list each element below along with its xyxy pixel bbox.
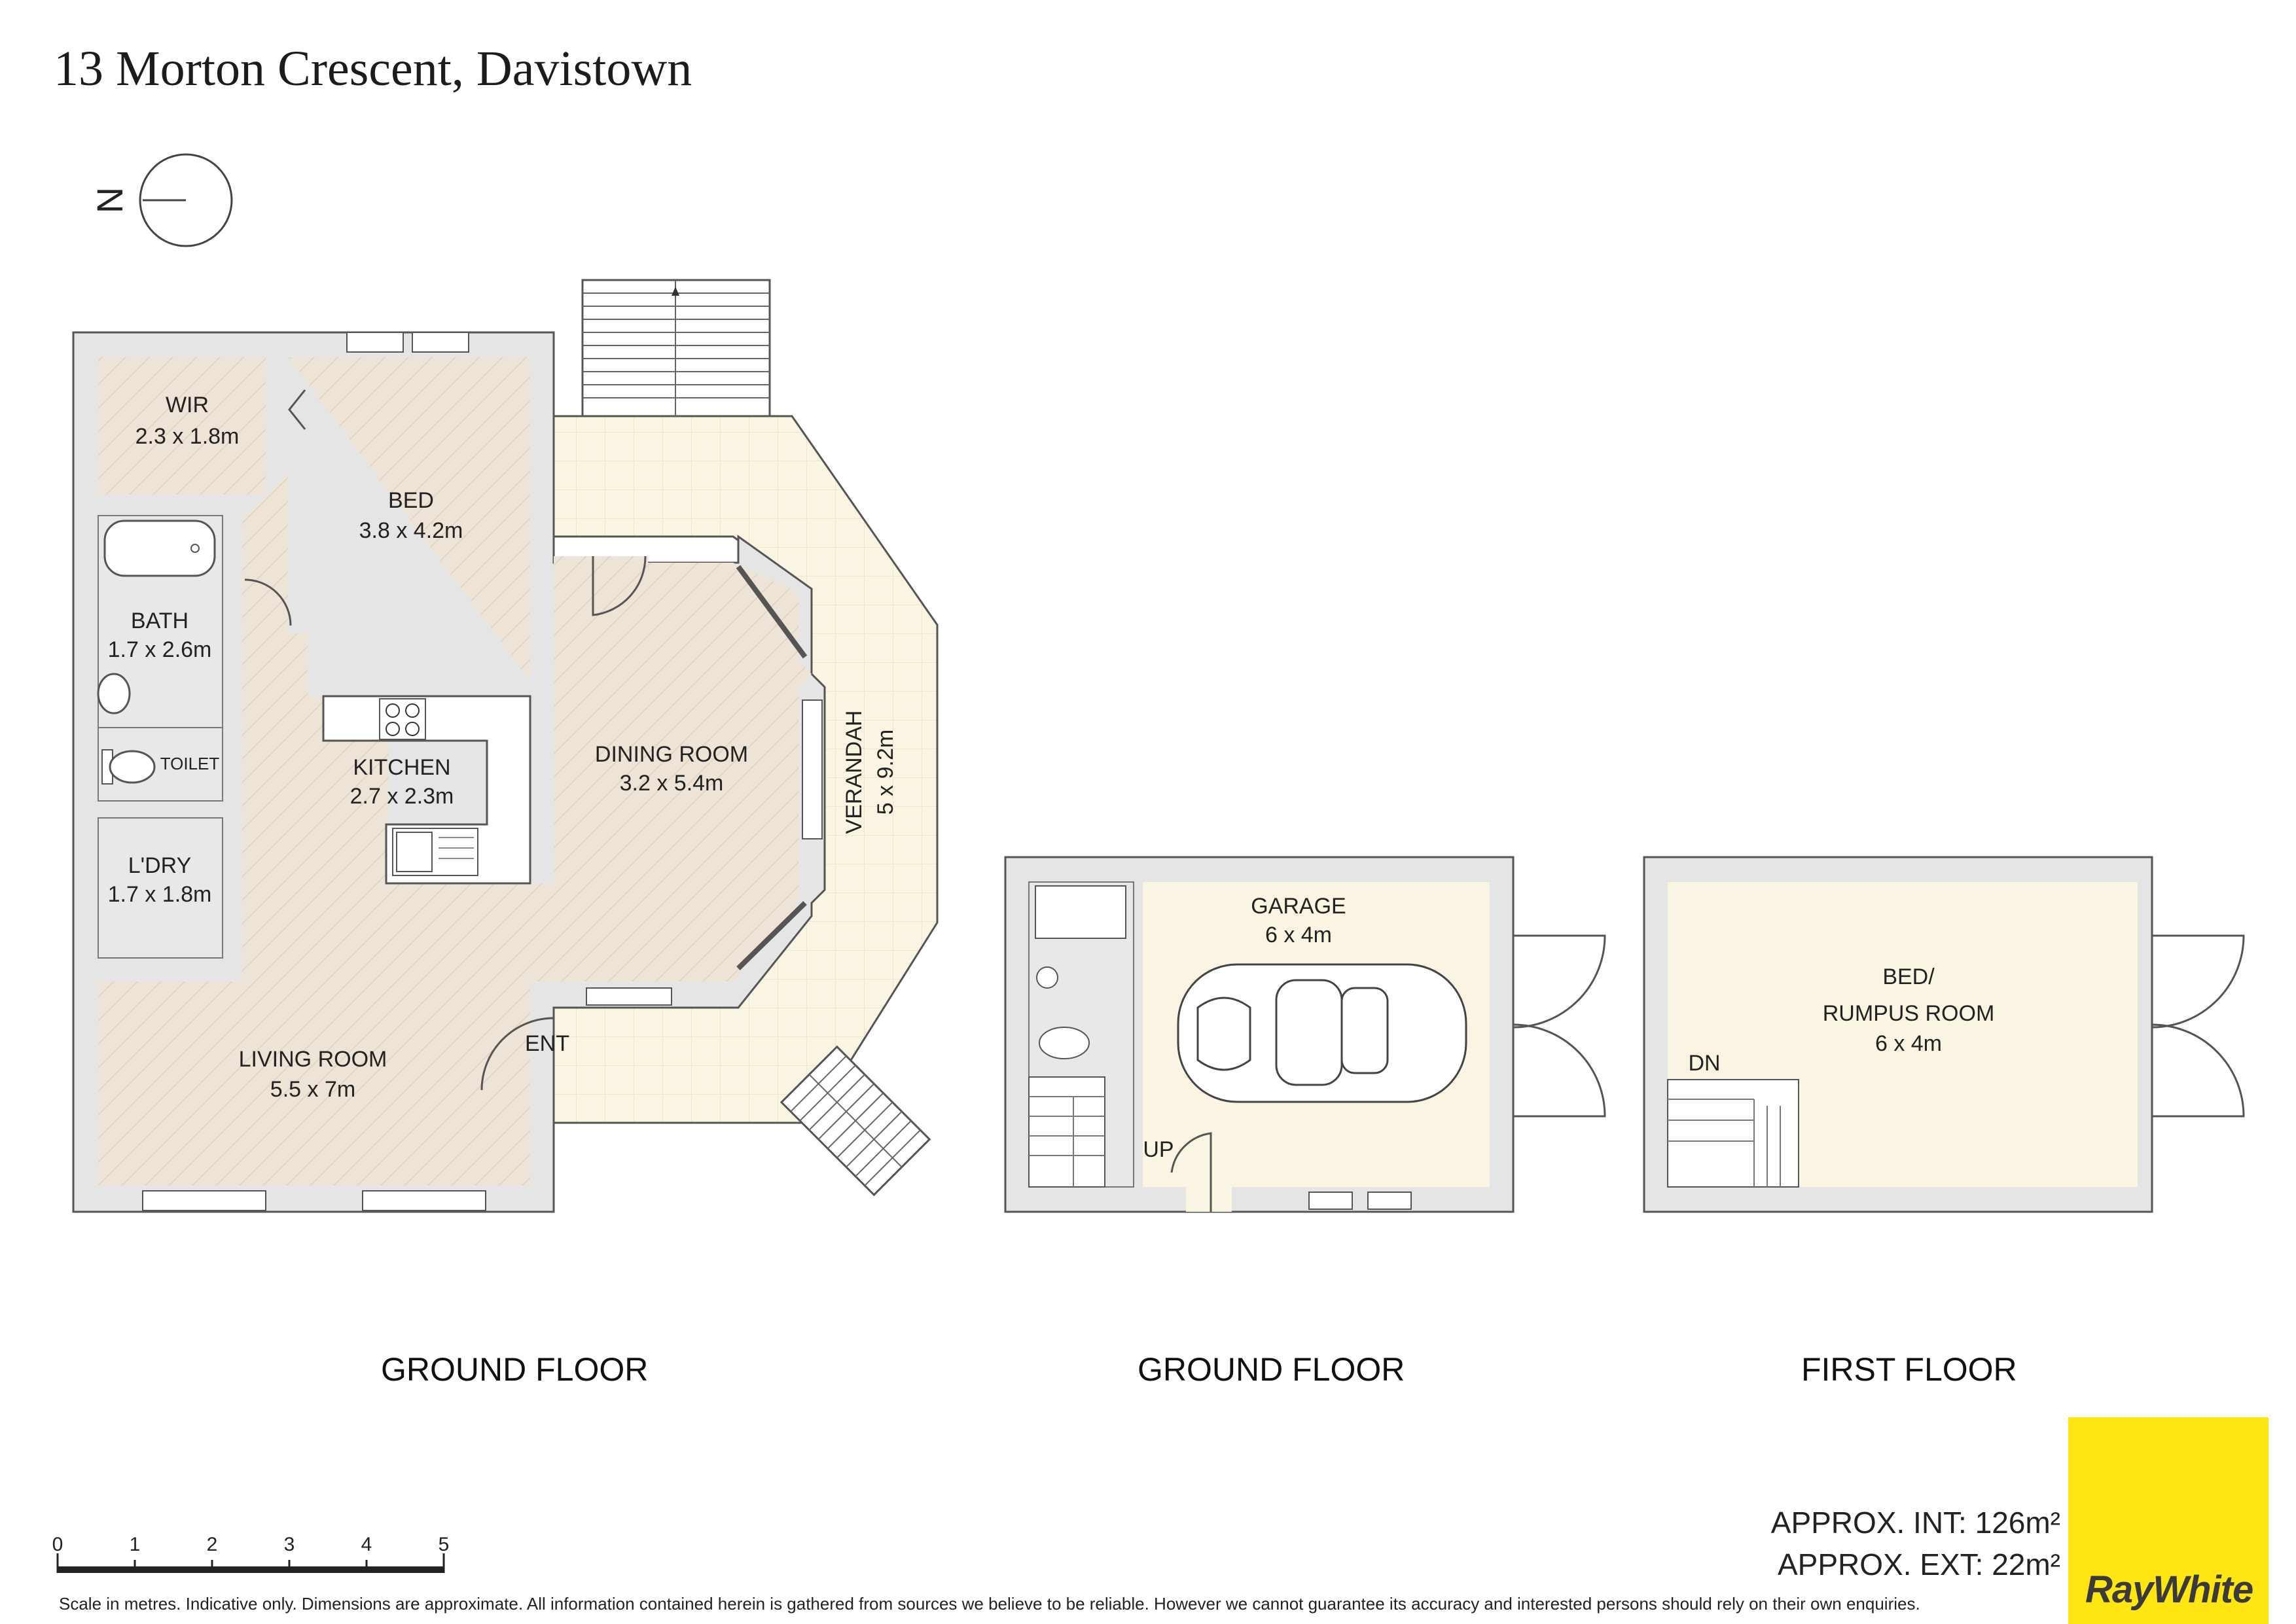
wir-name: WIR xyxy=(166,393,209,417)
entry-label: ENT xyxy=(525,1031,569,1056)
main-house: WIR 2.3 x 1.8m BED 3.8 x 4.2m BATH 1.7 x… xyxy=(72,279,939,1213)
scale-bar: 0 1 2 3 4 5 xyxy=(52,1534,450,1573)
garage-name: GARAGE xyxy=(1251,894,1346,919)
compass: N xyxy=(89,153,233,247)
verandah-name: VERANDAH xyxy=(842,711,867,834)
external-area: APPROX. EXT: 22m² xyxy=(1777,1547,2060,1581)
scale-tick: 1 xyxy=(130,1534,141,1555)
wir-floor xyxy=(98,357,266,495)
page-title: 13 Morton Crescent, Davistown xyxy=(54,41,692,96)
floor-caption-ground-main: GROUND FLOOR xyxy=(381,1351,649,1388)
basin-icon xyxy=(1036,966,1058,989)
first-floor-doors xyxy=(2151,934,2245,1118)
living-size: 5.5 x 7m xyxy=(270,1077,355,1102)
first-floor-stairs xyxy=(1667,1079,1799,1188)
garage-stairs xyxy=(1028,1076,1105,1188)
scale-tick: 3 xyxy=(284,1534,295,1555)
bath-name: BATH xyxy=(131,609,188,633)
first-floor-plan: BED/ RUMPUS ROOM 6 x 4m DN xyxy=(1643,856,2245,1213)
compass-label: N xyxy=(89,187,130,213)
kitchen-size: 2.7 x 2.3m xyxy=(350,784,454,809)
front-stairs xyxy=(780,1045,931,1197)
garage-plan: GARAGE 6 x 4m UP xyxy=(1004,856,1606,1213)
rumpus-size: 6 x 4m xyxy=(1875,1031,1942,1056)
scale-tick: 2 xyxy=(207,1534,218,1555)
logo-text: RayWhite xyxy=(2085,1568,2253,1611)
garage-size: 6 x 4m xyxy=(1265,923,1332,947)
internal-area: APPROX. INT: 126m² xyxy=(1770,1506,2060,1540)
car-icon xyxy=(1177,963,1467,1103)
rumpus-name-2: RUMPUS ROOM xyxy=(1823,1001,1995,1026)
dining-name: DINING ROOM xyxy=(595,742,748,767)
disclaimer: Scale in metres. Indicative only. Dimens… xyxy=(59,1594,1920,1614)
shower-icon xyxy=(1035,885,1126,939)
stairs-up-label: UP xyxy=(1143,1137,1174,1162)
floor-caption-first: FIRST FLOOR xyxy=(1801,1351,2017,1388)
living-floor xyxy=(98,357,812,1186)
scale-tick: 4 xyxy=(361,1534,372,1555)
toilet-icon xyxy=(1039,1027,1090,1059)
laundry-name: L'DRY xyxy=(128,853,192,878)
scale-tick: 0 xyxy=(52,1534,63,1555)
laundry-size: 1.7 x 1.8m xyxy=(108,882,212,907)
wir-size: 2.3 x 1.8m xyxy=(135,424,240,449)
doors xyxy=(244,389,647,1091)
dining-floor xyxy=(554,576,798,968)
verandah-size: 5 x 9.2m xyxy=(873,730,898,815)
floor-caption-ground-garage: GROUND FLOOR xyxy=(1138,1351,1405,1388)
basin-icon xyxy=(97,673,131,715)
cooktop-icon xyxy=(379,698,426,740)
scale-tick: 5 xyxy=(439,1534,450,1555)
stairs-down-label: DN xyxy=(1688,1051,1720,1076)
rumpus-name-1: BED/ xyxy=(1882,964,1935,989)
bathtub-icon xyxy=(103,520,216,577)
bed-name: BED xyxy=(388,488,434,513)
kitchen-bench xyxy=(322,695,531,885)
sink-icon xyxy=(392,828,478,876)
rear-stairs xyxy=(581,279,771,417)
garage-doors xyxy=(1513,934,1606,1118)
toilet-name: TOILET xyxy=(160,754,220,773)
windows xyxy=(142,332,823,1211)
laundry-floor xyxy=(98,817,223,959)
dining-size: 3.2 x 5.4m xyxy=(620,771,724,796)
bed-size: 3.8 x 4.2m xyxy=(359,518,463,543)
bath-size: 1.7 x 2.6m xyxy=(108,637,212,662)
raywhite-logo: RayWhite xyxy=(2068,1417,2269,1624)
living-name: LIVING ROOM xyxy=(239,1047,387,1072)
toilet-icon xyxy=(109,750,156,784)
kitchen-name: KITCHEN xyxy=(353,755,450,780)
